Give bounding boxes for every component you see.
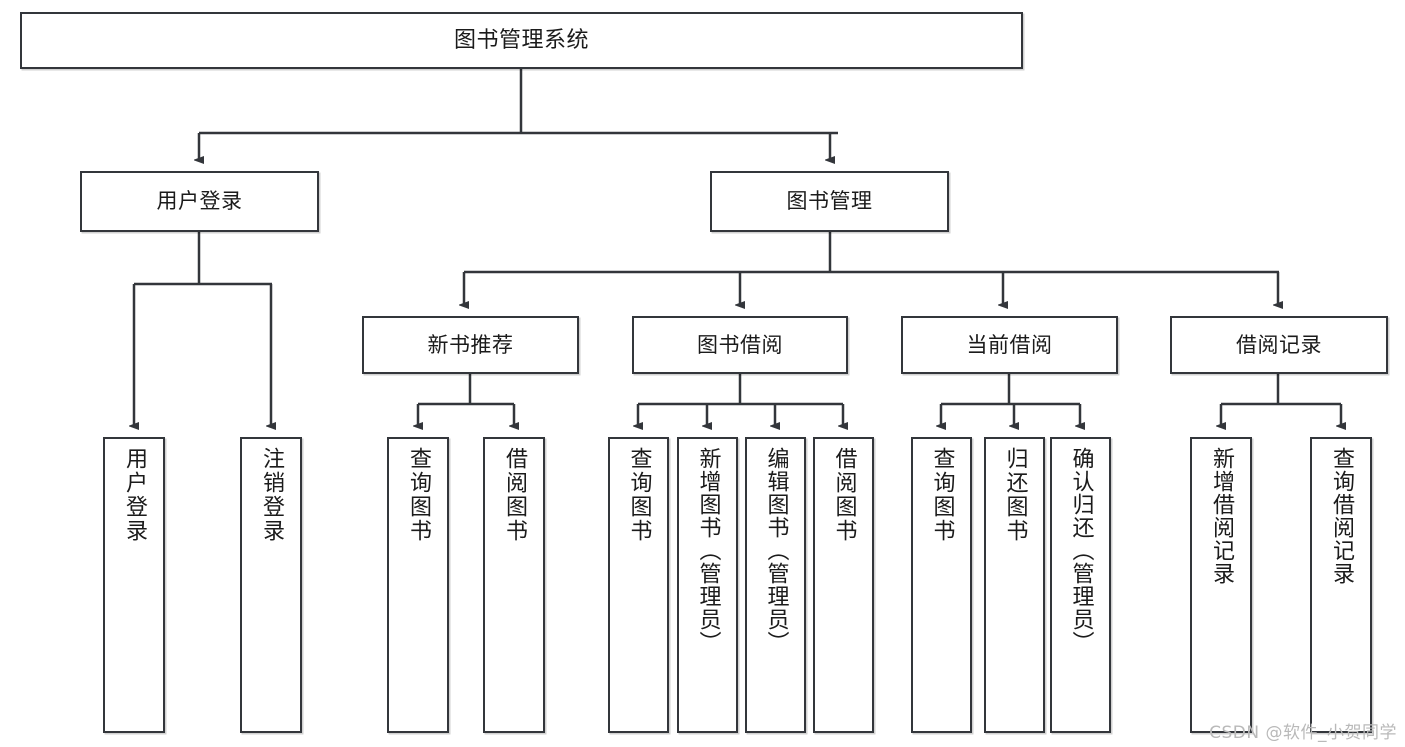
node-leaf-query-book-1[interactable]: 查询图书	[387, 437, 449, 733]
node-leaf-query-book-3-label: 查询图书	[929, 447, 955, 543]
node-leaf-return-book[interactable]: 归还图书	[984, 437, 1045, 733]
node-leaf-add-book-label: 新增图书（管理员）	[695, 447, 721, 654]
node-new-book-rec[interactable]: 新书推荐	[362, 316, 579, 374]
node-leaf-query-book-2-label: 查询图书	[626, 447, 652, 543]
node-leaf-borrow-book-2[interactable]: 借阅图书	[813, 437, 874, 733]
node-leaf-add-record-label: 新增借阅记录	[1209, 447, 1234, 585]
node-leaf-confirm-return[interactable]: 确认归还（管理员）	[1050, 437, 1111, 733]
node-leaf-user-login-label: 用户登录	[122, 447, 147, 543]
node-book-borrow-label: 图书借阅	[697, 332, 783, 357]
node-leaf-query-record[interactable]: 查询借阅记录	[1310, 437, 1372, 733]
node-leaf-query-record-label: 查询借阅记录	[1329, 447, 1354, 585]
node-leaf-borrow-book-2-label: 借阅图书	[831, 447, 857, 543]
node-book-manage[interactable]: 图书管理	[710, 171, 949, 232]
node-borrow-record[interactable]: 借阅记录	[1170, 316, 1388, 374]
node-new-book-rec-label: 新书推荐	[427, 332, 514, 357]
node-book-borrow[interactable]: 图书借阅	[632, 316, 848, 374]
node-leaf-logout[interactable]: 注销登录	[240, 437, 302, 733]
node-leaf-return-book-label: 归还图书	[1002, 447, 1028, 543]
node-leaf-query-book-1-label: 查询图书	[406, 447, 431, 543]
node-leaf-query-book-3[interactable]: 查询图书	[911, 437, 972, 733]
node-leaf-user-login[interactable]: 用户登录	[103, 437, 165, 733]
node-leaf-edit-book-label: 编辑图书（管理员）	[763, 447, 789, 654]
node-leaf-add-book[interactable]: 新增图书（管理员）	[677, 437, 738, 733]
node-leaf-edit-book[interactable]: 编辑图书（管理员）	[745, 437, 806, 733]
node-user-login-label: 用户登录	[156, 189, 243, 214]
node-root[interactable]: 图书管理系统	[20, 12, 1023, 69]
node-user-login[interactable]: 用户登录	[80, 171, 319, 232]
node-leaf-query-book-2[interactable]: 查询图书	[608, 437, 669, 733]
node-current-borrow[interactable]: 当前借阅	[901, 316, 1118, 374]
node-leaf-borrow-book-1-label: 借阅图书	[502, 447, 527, 543]
node-leaf-borrow-book-1[interactable]: 借阅图书	[483, 437, 545, 733]
node-current-borrow-label: 当前借阅	[966, 332, 1053, 357]
node-root-label: 图书管理系统	[453, 27, 589, 53]
node-book-manage-label: 图书管理	[786, 189, 873, 214]
node-borrow-record-label: 借阅记录	[1236, 332, 1322, 357]
node-leaf-add-record[interactable]: 新增借阅记录	[1190, 437, 1252, 733]
node-leaf-confirm-return-label: 确认归还（管理员）	[1068, 447, 1094, 654]
node-leaf-logout-label: 注销登录	[259, 447, 284, 543]
csdn-watermark: CSDN @软件_小贺同学	[1209, 723, 1397, 743]
